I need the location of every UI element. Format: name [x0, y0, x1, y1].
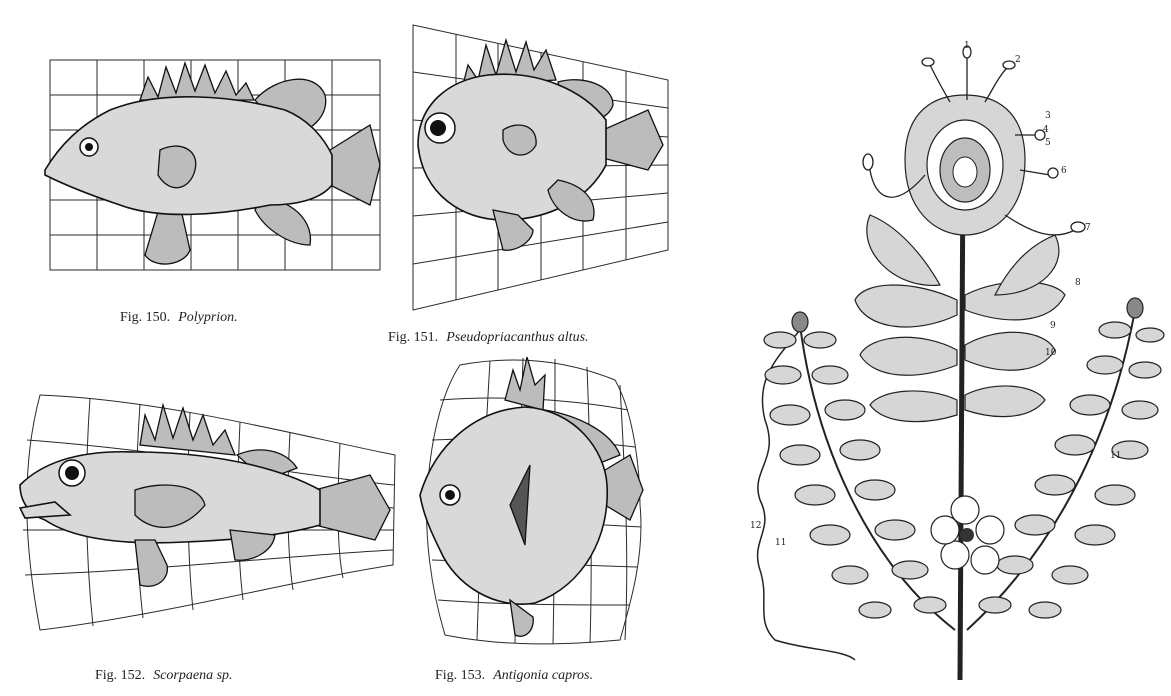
plant-label-7: 7 — [1085, 223, 1091, 233]
fig-151-drawing — [408, 20, 673, 320]
plant-label-10: 10 — [1045, 348, 1057, 358]
fig-152-drawing — [15, 390, 400, 635]
pectoral-fin — [158, 146, 196, 188]
fig-153-caption: Fig. 153. Antigonia capros. — [435, 668, 593, 684]
anal-fin — [510, 600, 533, 636]
plant-drawing: 1 2 3 4 5 6 7 8 9 10 11 11 12 — [745, 40, 1165, 680]
fig-153-panel — [415, 355, 650, 650]
fig-150-species: Polyprion. — [178, 310, 238, 325]
plant-label-11-left: 11 — [775, 538, 786, 548]
plant-label-9: 9 — [1050, 321, 1056, 331]
plant-label-1: 1 — [964, 41, 970, 51]
fig-153-number: Fig. 153. — [435, 668, 485, 683]
dorsal-spiny-fin — [140, 63, 254, 100]
fig-150-drawing — [40, 55, 385, 275]
scorpaena-fish — [20, 405, 390, 586]
plant-diagram: 1 2 3 4 5 6 7 8 9 10 11 11 12 — [745, 40, 1165, 680]
caudal-fin — [603, 110, 663, 170]
plant-label-2: 2 — [1015, 55, 1021, 65]
left-bud — [792, 312, 808, 332]
fig-151-caption: Fig. 151. Pseudopriacanthus altus. — [388, 330, 589, 346]
fig-150-panel — [40, 55, 385, 275]
dorsal-spiny-fin — [505, 357, 545, 410]
fig-152-species: Scorpaena sp. — [153, 668, 232, 683]
fig-153-drawing — [415, 355, 650, 650]
plant-label-5: 5 — [1045, 138, 1051, 148]
plant-label-4: 4 — [1043, 125, 1049, 135]
plant-label-12: 12 — [750, 521, 761, 531]
fig-153-species: Antigonia capros. — [493, 668, 593, 683]
fig-151-species: Pseudopriacanthus altus. — [446, 330, 588, 345]
right-bud — [1127, 298, 1143, 318]
flower-head — [905, 95, 1025, 235]
plant-label-8: 8 — [1075, 278, 1081, 288]
fig-152-number: Fig. 152. — [95, 668, 145, 683]
fig-151-number: Fig. 151. — [388, 330, 438, 345]
plant-label-11-right: 11 — [1110, 451, 1121, 461]
anal-fin — [230, 530, 275, 560]
plant-label-6: 6 — [1061, 166, 1067, 176]
polyprion-fish — [45, 63, 380, 264]
plant-label-3: 3 — [1045, 111, 1051, 121]
pelvic-fin — [135, 540, 167, 586]
fig-150-caption: Fig. 150. Polyprion. — [120, 310, 238, 326]
fig-151-panel — [408, 20, 673, 320]
fig-152-caption: Fig. 152. Scorpaena sp. — [95, 668, 233, 684]
caudal-fin — [330, 125, 380, 205]
small-flower — [931, 496, 1004, 574]
fig-150-number: Fig. 150. — [120, 310, 170, 325]
fig-152-panel — [15, 390, 400, 635]
central-stem — [960, 170, 963, 680]
